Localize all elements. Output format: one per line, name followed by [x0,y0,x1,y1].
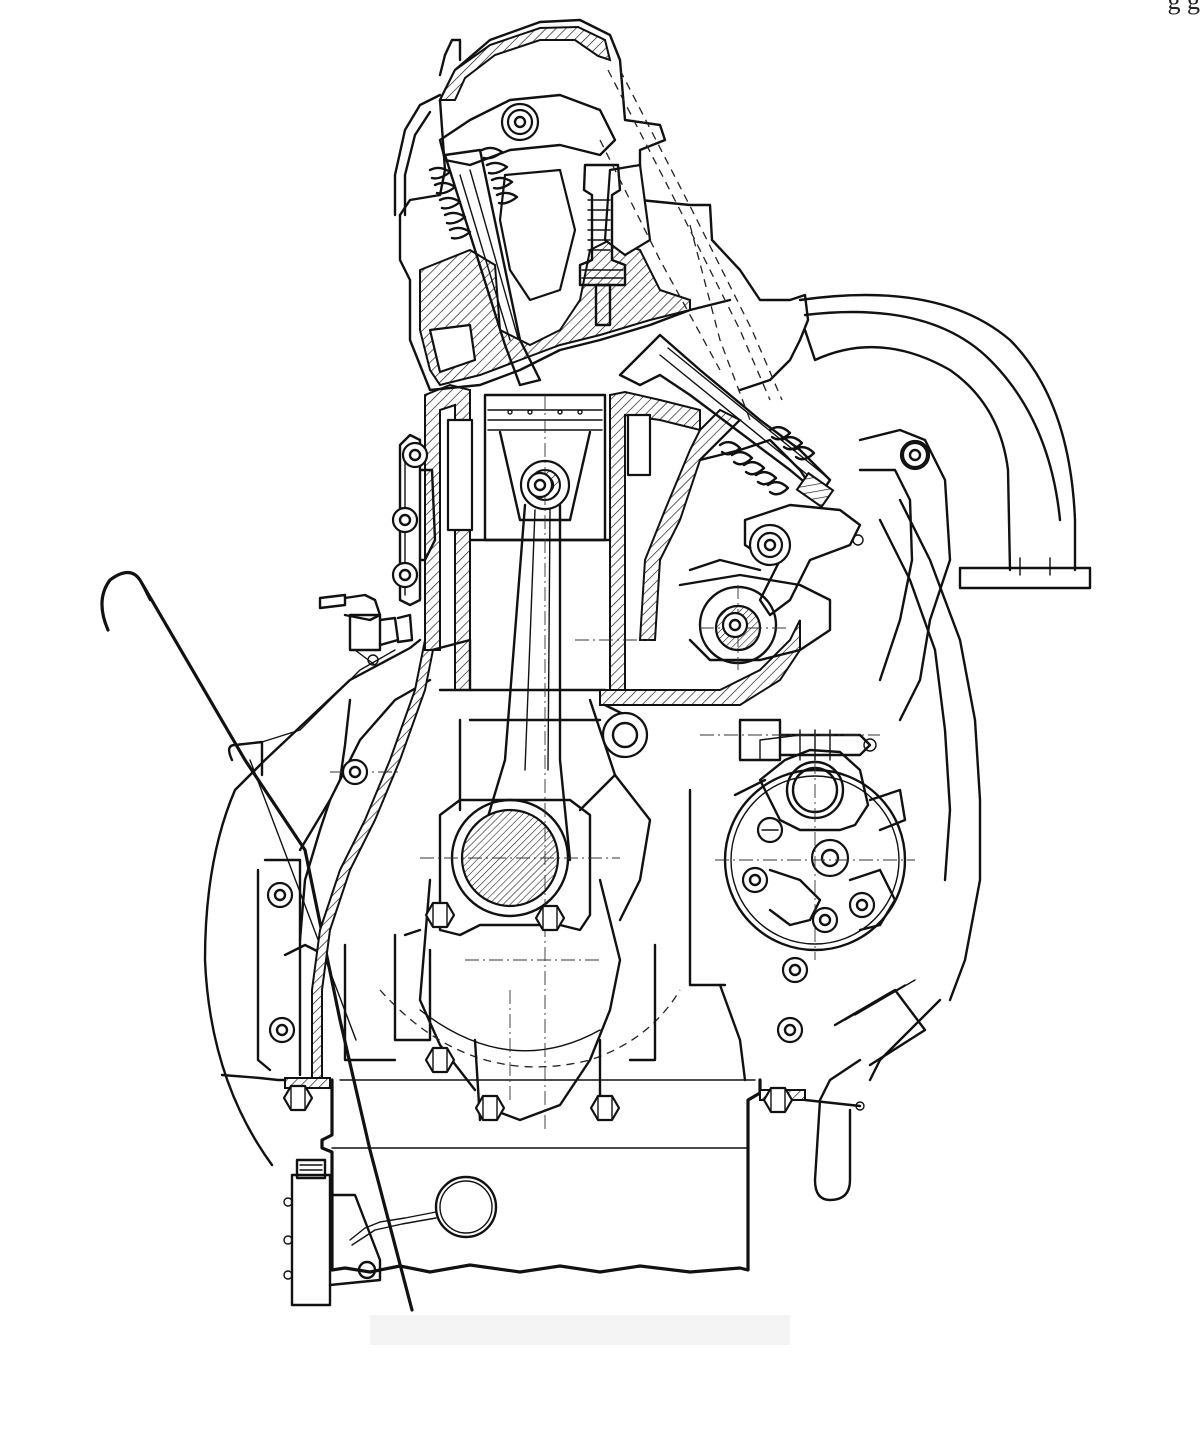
crankcase-body [203,638,432,1167]
hex-nut [534,904,566,932]
distributor-unit [723,718,907,952]
cam-follower-bush [601,711,649,759]
exhaust-rocker [743,503,864,617]
camshaft [678,558,832,665]
centre-lines [330,395,915,1130]
crank-big-end [379,798,681,1122]
hex-nut [589,1094,621,1122]
hex-nut [282,1084,314,1112]
hex-nut [424,901,456,929]
rocker-cover [393,38,462,217]
oil-sump [320,1078,762,1274]
exhaust-manifold [798,293,1092,590]
inlet-valve [428,146,542,387]
cylinder-head [398,18,810,392]
bolt-heads [266,108,929,1044]
bolt-head [811,906,839,934]
hex-nuts [282,901,794,1122]
hex-nut [474,1094,506,1122]
pushrod-dashed [599,69,783,421]
bolt-head [391,561,419,589]
bolt-head [266,881,294,909]
bolt-head [776,1016,804,1044]
drain-plug-assembly [283,1158,382,1307]
bolt-head [721,611,749,639]
bolt-head [756,531,784,559]
bolt-head [781,956,809,984]
spark-plug [578,163,627,327]
oil-filler-tap [318,593,414,666]
bolt-head [268,1016,296,1044]
bolt-head [341,758,369,786]
crankcase-inner-wall-left [311,639,437,1081]
water-hose [813,428,982,1202]
scan-shadow [370,1315,790,1345]
corner-label: g g [1167,0,1200,15]
bolt-head [526,471,554,499]
hex-nut [424,1046,456,1074]
bolt-head [391,506,419,534]
bolt-head [506,108,534,136]
bolt-head [848,891,876,919]
hex-nut [762,1086,794,1114]
exhaust-valve [618,333,835,509]
bolt-head [901,441,929,469]
connecting-rod [473,459,572,872]
bolt-head [401,441,429,469]
bolt-head [741,866,769,894]
